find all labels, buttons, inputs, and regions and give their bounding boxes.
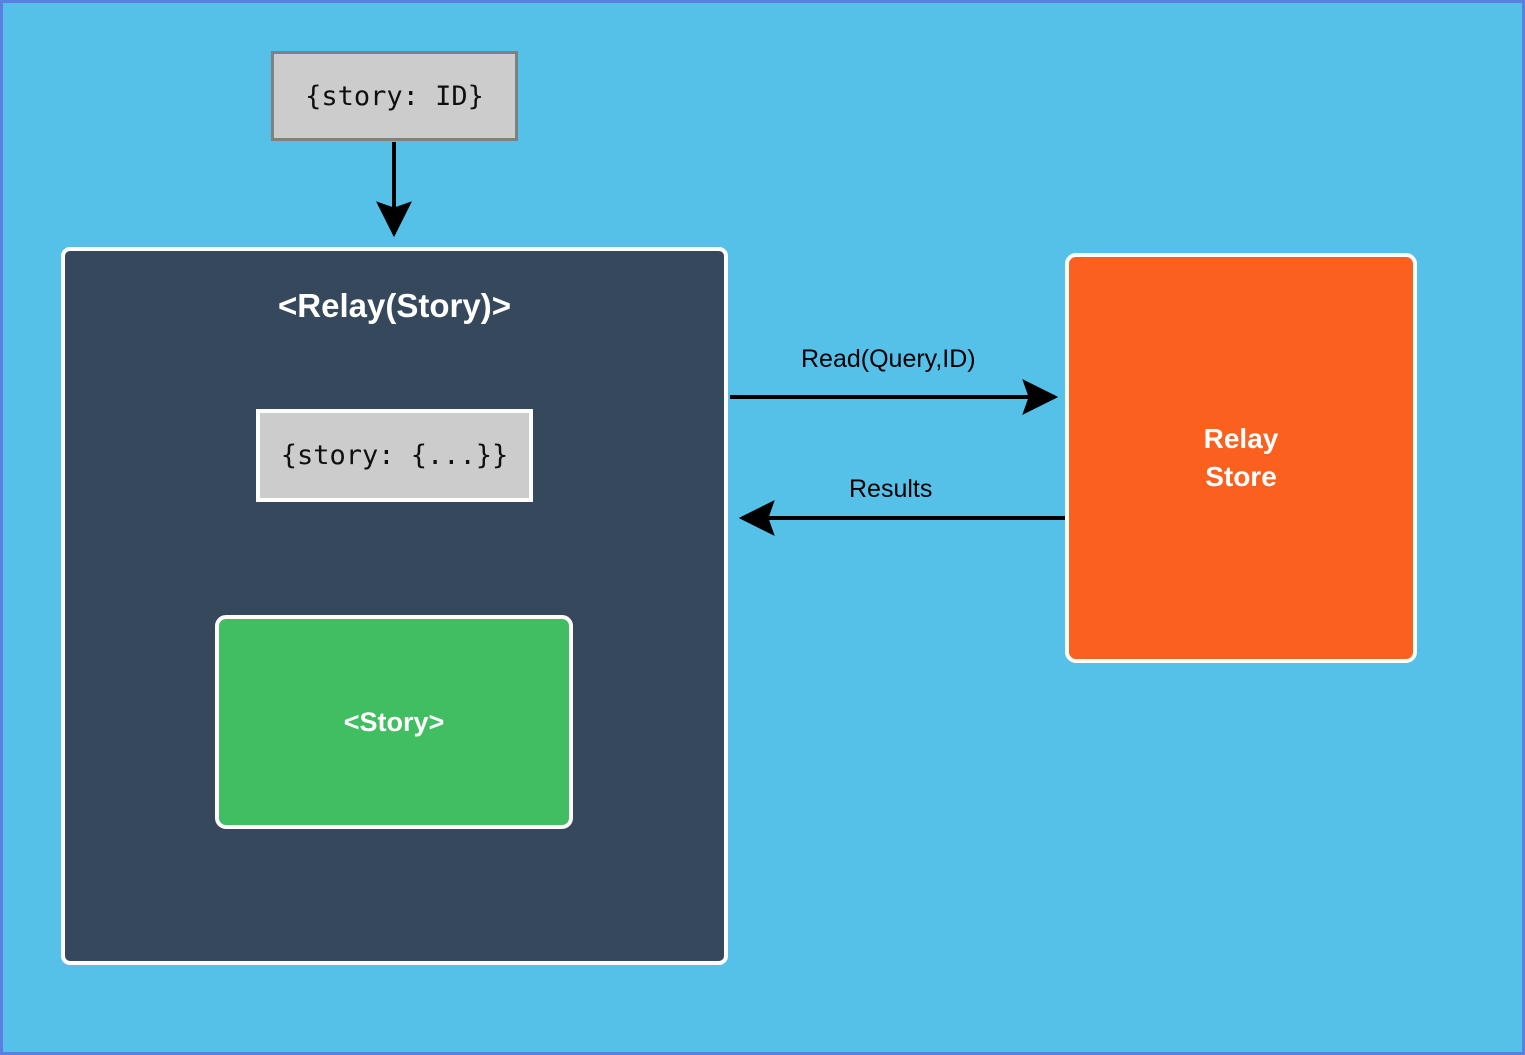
node-props-out: {story: {...}} (256, 409, 533, 502)
edge-label-read-query: Read(Query,ID) (801, 345, 976, 373)
relay-store-label: Relay Store (1203, 423, 1279, 492)
node-relay-store: Relay Store (1065, 253, 1417, 663)
node-relay-container: <Relay(Story)> (61, 247, 728, 965)
edge-label-results: Results (849, 475, 933, 503)
props-out-label: {story: {...}} (280, 440, 509, 471)
story-component-label: <Story> (343, 706, 445, 737)
node-props-in: {story: ID} (271, 51, 518, 141)
node-story-component: <Story> (215, 615, 573, 829)
props-in-label: {story: ID} (305, 80, 484, 112)
relay-container-label: <Relay(Story)> (278, 287, 511, 324)
